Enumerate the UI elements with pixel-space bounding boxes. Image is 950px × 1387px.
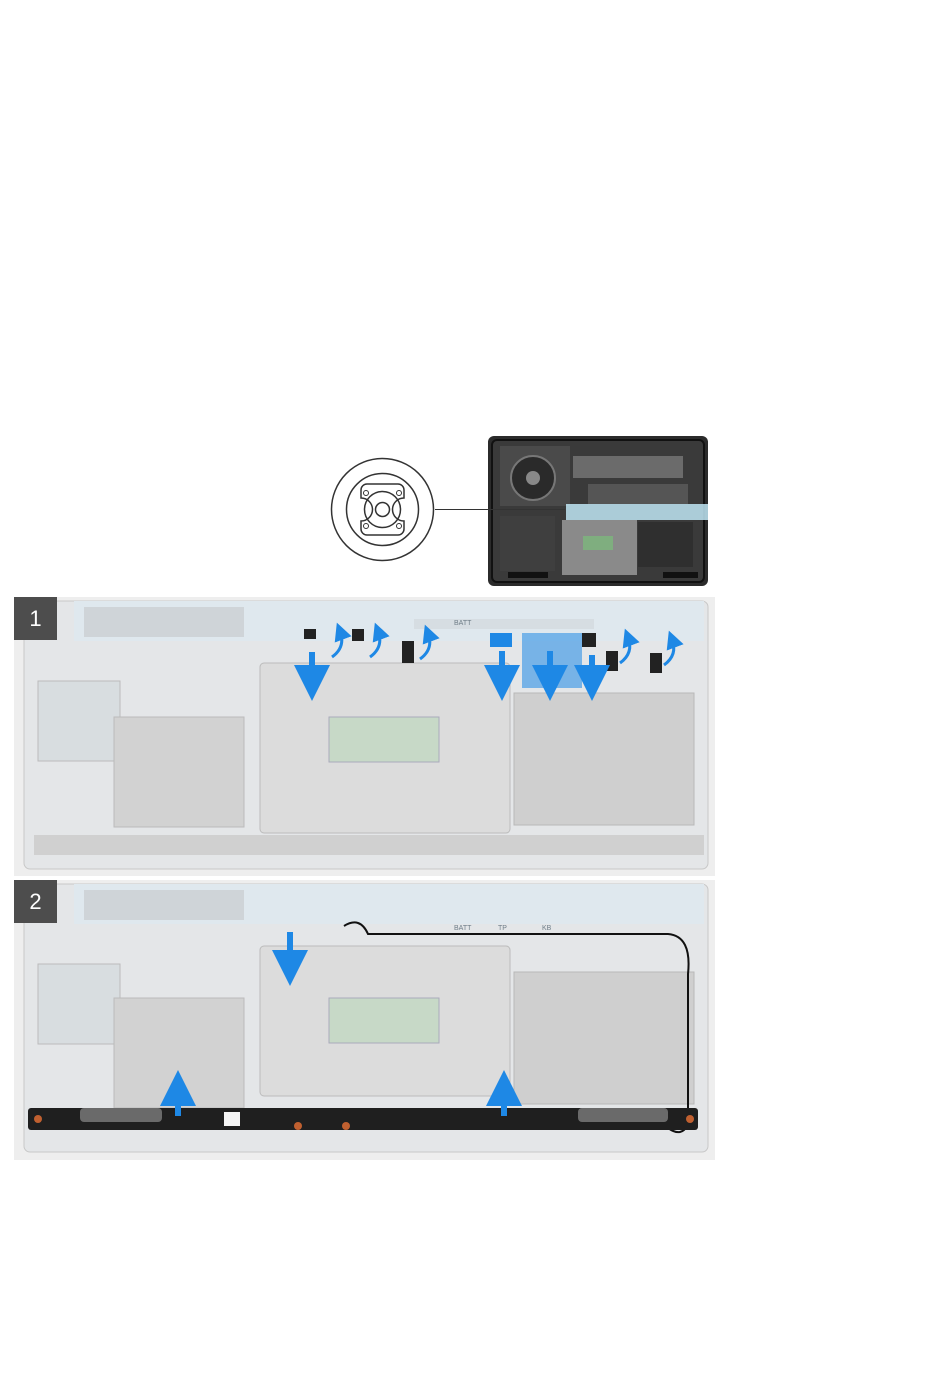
speaker-icon: [330, 457, 435, 562]
laptop-base-overview: [488, 436, 708, 586]
label-batt: BATT: [454, 925, 472, 932]
label-tp: TP: [498, 925, 507, 932]
callout-line: [435, 509, 565, 510]
step-2-panel: BATT TP KB 2: [14, 880, 715, 1160]
label-batt: BATT: [454, 620, 472, 627]
step-1-panel: BATT 1: [14, 597, 715, 876]
step-number-badge: 1: [14, 597, 57, 640]
label-kb: KB: [542, 925, 552, 932]
step-number-badge: 2: [14, 880, 57, 923]
